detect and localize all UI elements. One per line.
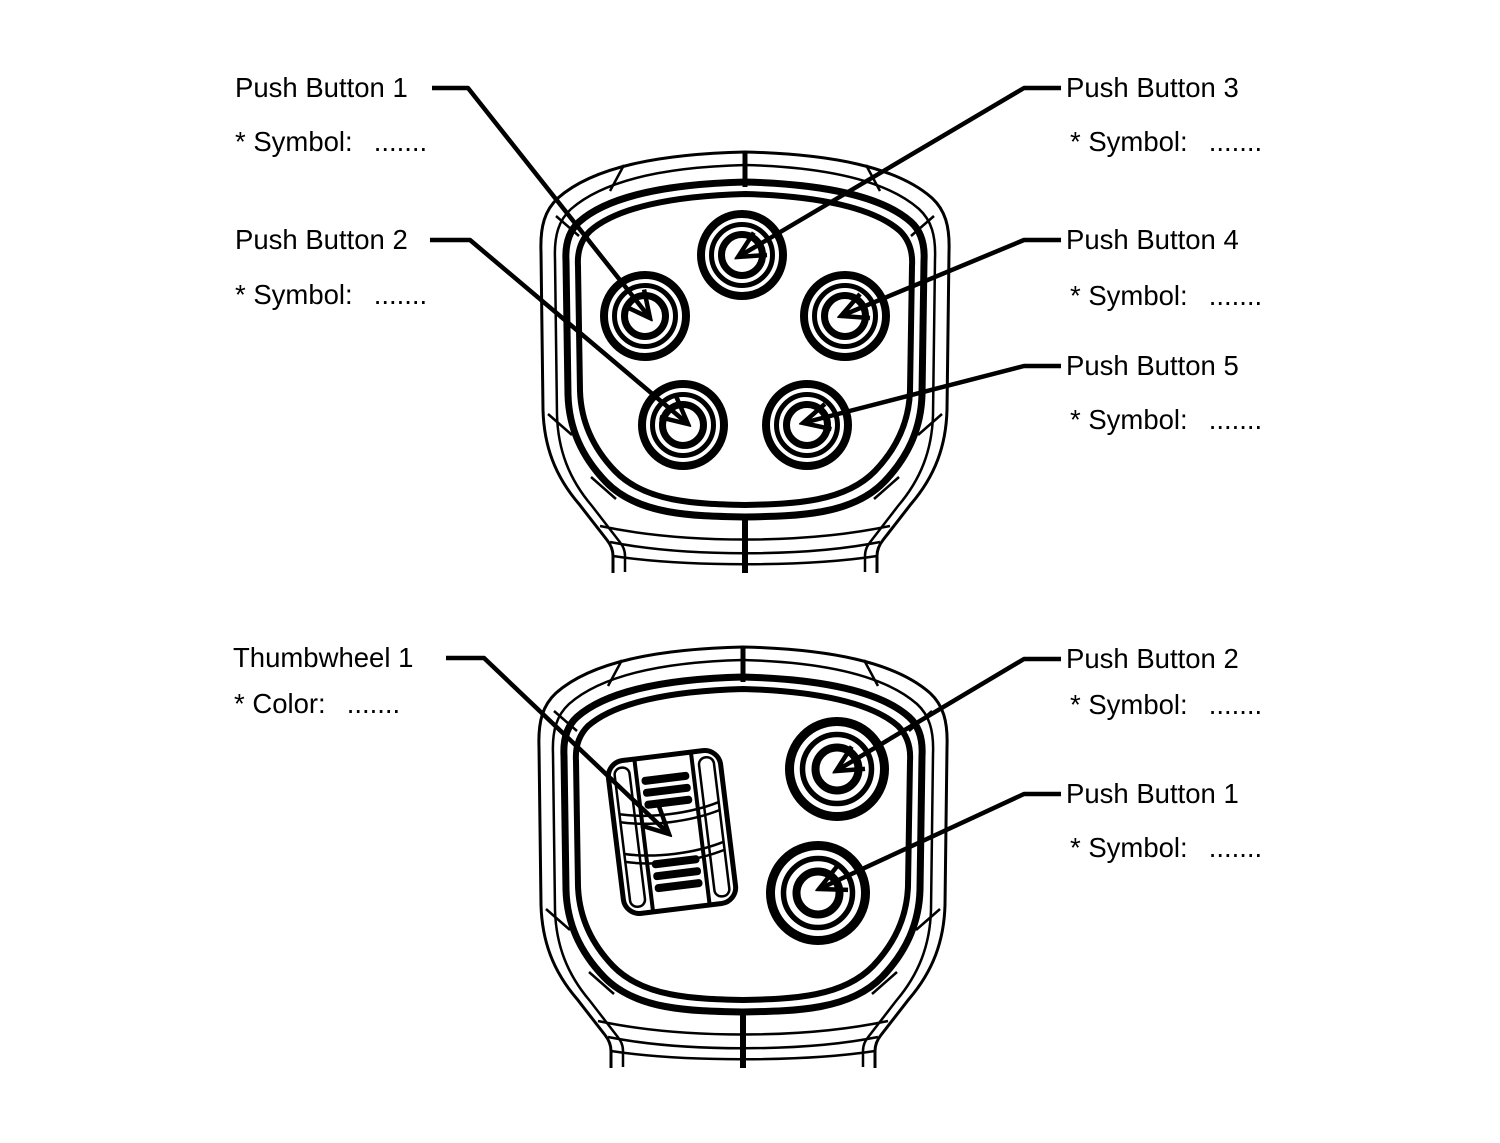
callout-bottom-push-button-2-label: Push Button 2: [1066, 643, 1239, 674]
callout-top-push-button-5-property: * Symbol:.......: [1070, 404, 1263, 435]
leader-top-push-button-3: [738, 85, 1061, 257]
leader-top-push-button-5: [803, 363, 1061, 423]
thumbwheel-grip-slots: [641, 771, 703, 893]
callout-bottom-push-button-2-property: * Symbol:.......: [1070, 689, 1263, 720]
callout-top-push-button-2-property: * Symbol:.......: [235, 279, 428, 310]
callout-top-push-button-4-property: * Symbol:.......: [1070, 280, 1263, 311]
leader-bottom-thumbwheel-1: [446, 655, 669, 834]
callout-bottom-push-button-1-label: Push Button 1: [1066, 778, 1239, 809]
callout-bottom-thumbwheel-1-label: Thumbwheel 1: [233, 642, 414, 673]
callout-top-push-button-3-label: Push Button 3: [1066, 72, 1239, 103]
callout-bottom-push-button-1-property: * Symbol:.......: [1070, 832, 1263, 863]
callout-bottom-thumbwheel-1-property: * Color:.......: [234, 688, 401, 719]
callout-top-push-button-1-label: Push Button 1: [235, 72, 408, 103]
callout-top-push-button-4-label: Push Button 4: [1066, 224, 1239, 255]
top-view-five-buttons: [541, 151, 949, 573]
top-view-push-button-5: [766, 384, 848, 466]
callout-top-push-button-3-property: * Symbol:.......: [1070, 126, 1263, 157]
callout-top-push-button-5-label: Push Button 5: [1066, 350, 1239, 381]
callout-top-push-button-2-label: Push Button 2: [235, 224, 408, 255]
bottom-view-thumbwheel-1: [605, 748, 739, 916]
leader-bottom-push-button-1: [819, 791, 1061, 889]
callout-top-push-button-1-property: * Symbol:.......: [235, 126, 428, 157]
bottom-view-push-button-1: [771, 846, 866, 941]
callout-leader-lines: [430, 85, 1061, 889]
leader-top-push-button-4: [841, 237, 1061, 316]
top-view-push-button-1: [604, 275, 686, 357]
leader-top-push-button-1: [432, 85, 650, 318]
leader-bottom-push-button-2: [836, 656, 1061, 771]
leader-top-push-button-2: [430, 237, 688, 424]
